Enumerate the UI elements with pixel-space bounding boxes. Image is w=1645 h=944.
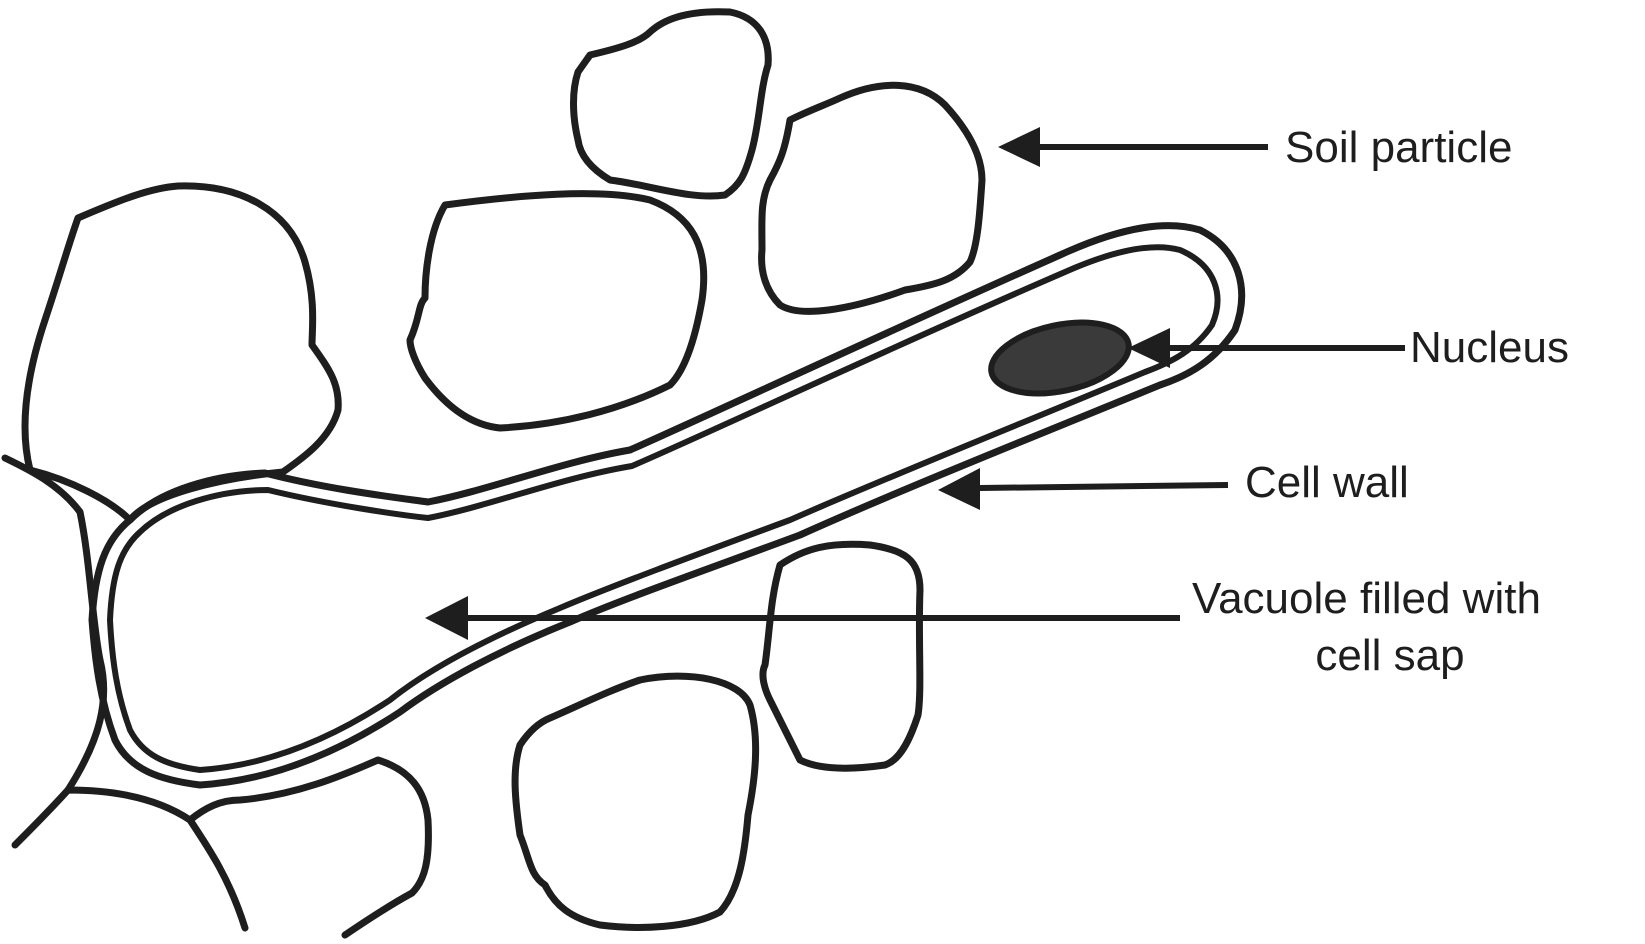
soil-particle-bottom-center [511,672,760,931]
label-soil-particle: Soil particle [1285,123,1512,172]
pointer-vacuole [425,596,1180,640]
pointer-soil-particle [998,127,1268,167]
label-nucleus: Nucleus [1410,323,1569,372]
root-hair-cell [88,222,1245,789]
nucleus-shape [988,319,1132,397]
soil-particle-top-right [758,81,986,315]
soil-particle-bottom-mid-arc [186,756,432,939]
soil-particles [1,8,986,939]
soil-particle-bottom-left-arc [11,786,249,932]
soil-particle-left-large [21,182,342,524]
cell-membrane-inner [107,244,1221,773]
soil-particle-bottom-right [759,540,924,772]
soil-particle-center-upper [406,190,708,432]
pointer-nucleus [1128,328,1405,368]
pointer-cell-wall [938,468,1229,510]
label-cell-wall: Cell wall [1245,458,1409,507]
label-vacuole-line1: Vacuole filled with [1192,574,1541,623]
soil-particle-top-small [570,8,772,200]
cell-wall-outer [88,222,1245,789]
label-vacuole-line2: cell sap [1315,631,1464,680]
